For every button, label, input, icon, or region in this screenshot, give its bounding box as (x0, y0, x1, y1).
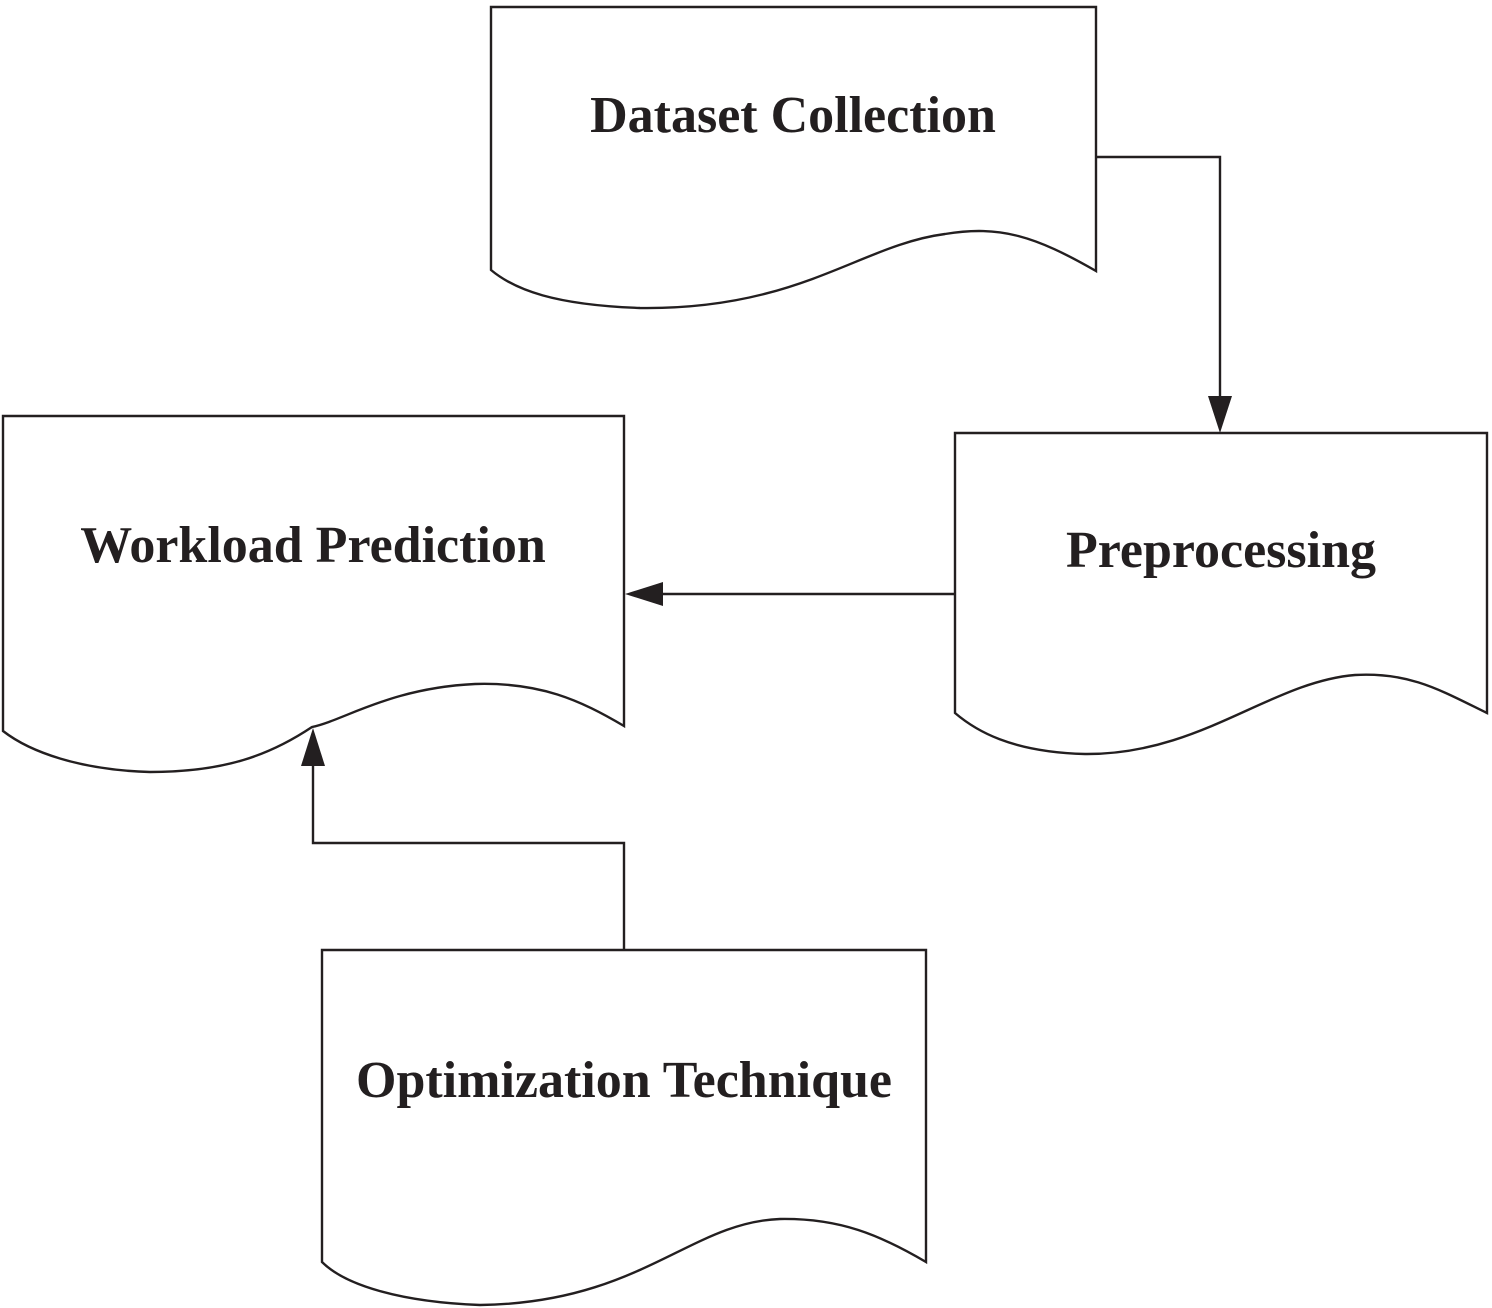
node-preprocessing: Preprocessing (953, 431, 1489, 756)
edge-optimization-to-workload (301, 728, 626, 950)
node-dataset-collection-shape (489, 5, 1098, 310)
node-preprocessing-label: Preprocessing (1066, 522, 1376, 579)
node-dataset-collection-label: Dataset Collection (590, 87, 996, 144)
node-workload-prediction-label: Workload Prediction (80, 517, 546, 574)
node-optimization-technique-label: Optimization Technique (356, 1052, 892, 1109)
node-optimization-technique-shape (320, 948, 928, 1307)
edge-preprocessing-to-workload (625, 582, 955, 606)
node-preprocessing-shape (953, 431, 1489, 756)
node-optimization-technique: Optimization Technique (320, 948, 928, 1307)
arrowhead-left-icon (625, 582, 663, 606)
edge-dataset-to-preprocessing-line (1096, 155, 1222, 398)
node-workload-prediction: Workload Prediction (1, 414, 626, 774)
edge-dataset-to-preprocessing (1096, 155, 1232, 433)
edge-optimization-to-workload-line (311, 764, 626, 950)
node-workload-prediction-shape (1, 414, 626, 774)
node-dataset-collection: Dataset Collection (489, 5, 1098, 310)
arrowhead-down-icon (1208, 396, 1232, 433)
arrowhead-up-icon (301, 728, 325, 766)
